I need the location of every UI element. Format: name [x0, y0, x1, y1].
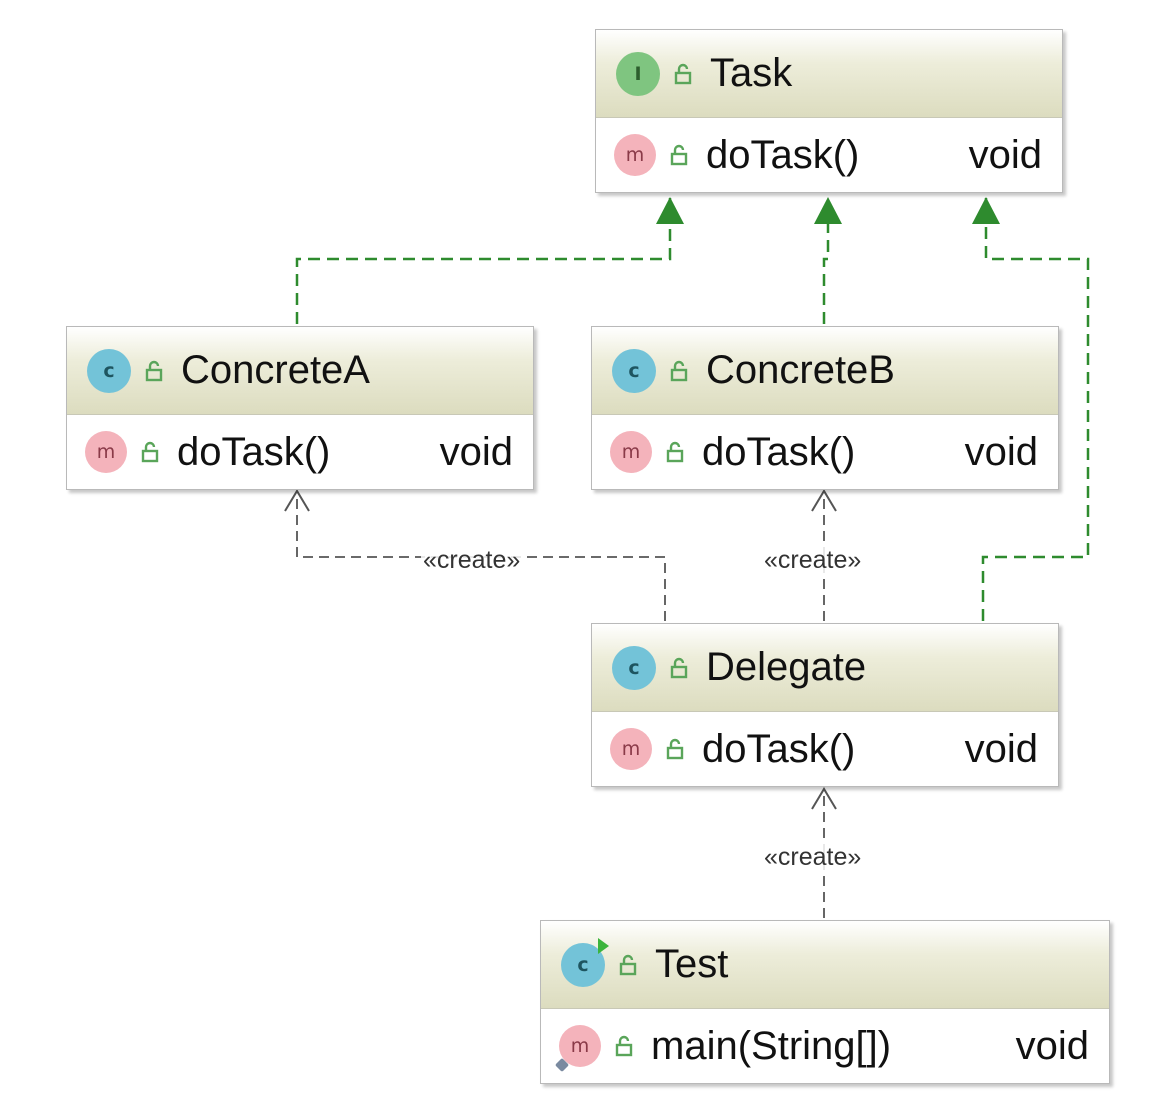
method-icon: m	[610, 728, 652, 770]
implements-arrowhead-3	[972, 197, 1000, 224]
method-return-type: void	[968, 132, 1042, 177]
class-icon: c	[87, 348, 131, 393]
class-icon-letter: c	[577, 953, 589, 976]
implements-arrowhead-1	[656, 197, 684, 224]
class-box-delegate[interactable]: c Delegate m doTask() void	[591, 623, 1059, 787]
public-lock-icon	[668, 144, 690, 166]
class-box-test[interactable]: c Test m main(String[]) void	[540, 920, 1110, 1084]
create-arrowhead-delegate	[811, 787, 837, 810]
class-header: c Test	[541, 921, 1109, 1009]
method-icon: m	[614, 134, 656, 176]
method-return-type: void	[1015, 1023, 1089, 1068]
class-box-concretea[interactable]: c ConcreteA m doTask() void	[66, 326, 534, 490]
class-name: Delegate	[706, 645, 867, 689]
create-label-concreteb: «create»	[762, 546, 864, 574]
public-lock-icon	[613, 1035, 635, 1057]
create-label-concretea: «create»	[421, 546, 523, 574]
method-row[interactable]: m doTask() void	[592, 712, 1058, 786]
class-name: ConcreteB	[706, 348, 895, 392]
class-name: Test	[655, 942, 729, 986]
public-lock-icon	[668, 657, 690, 679]
implements-line-delegate-task	[981, 198, 1090, 621]
method-icon: m	[85, 431, 127, 473]
method-name: doTask()	[706, 132, 860, 177]
run-arrow-icon	[598, 937, 609, 954]
public-lock-icon	[139, 441, 161, 463]
implements-arrowhead-2	[814, 197, 842, 224]
method-name: doTask()	[702, 429, 856, 474]
method-return-type: void	[439, 429, 513, 474]
method-name: doTask()	[702, 726, 856, 771]
public-lock-icon	[664, 738, 686, 760]
method-row[interactable]: m doTask() void	[67, 415, 533, 489]
class-header: c ConcreteA	[67, 327, 533, 415]
class-box-concreteb[interactable]: c ConcreteB m doTask() void	[591, 326, 1059, 490]
public-lock-icon	[672, 63, 694, 85]
public-lock-icon	[143, 360, 165, 382]
class-icon: c	[612, 645, 656, 690]
create-arrowhead-concreteb	[811, 489, 837, 512]
create-label-delegate: «create»	[762, 843, 864, 871]
static-method-icon: m	[554, 1025, 601, 1073]
static-marker-icon	[554, 1057, 570, 1073]
method-icon-letter: m	[570, 1035, 590, 1057]
implements-line-concretea-task	[295, 198, 672, 324]
method-row[interactable]: m doTask() void	[592, 415, 1058, 489]
method-name: main(String[])	[651, 1023, 892, 1068]
method-icon: m	[610, 431, 652, 473]
method-name: doTask()	[177, 429, 331, 474]
public-lock-icon	[668, 360, 690, 382]
class-name: ConcreteA	[181, 348, 370, 392]
class-box-task[interactable]: I Task m doTask() void	[595, 29, 1063, 193]
class-name: Task	[710, 51, 793, 95]
class-header: c ConcreteB	[592, 327, 1058, 415]
method-row[interactable]: m doTask() void	[596, 118, 1062, 192]
class-header: I Task	[596, 30, 1062, 118]
public-lock-icon	[617, 954, 639, 976]
create-arrowhead-concretea	[284, 489, 310, 512]
runnable-class-icon: c	[561, 937, 609, 987]
interface-icon: I	[616, 51, 660, 96]
class-icon: c	[612, 348, 656, 393]
method-return-type: void	[964, 726, 1038, 771]
implements-line-concreteb-task	[822, 198, 830, 324]
method-row[interactable]: m main(String[]) void	[541, 1009, 1109, 1083]
public-lock-icon	[664, 441, 686, 463]
class-header: c Delegate	[592, 624, 1058, 712]
method-return-type: void	[964, 429, 1038, 474]
